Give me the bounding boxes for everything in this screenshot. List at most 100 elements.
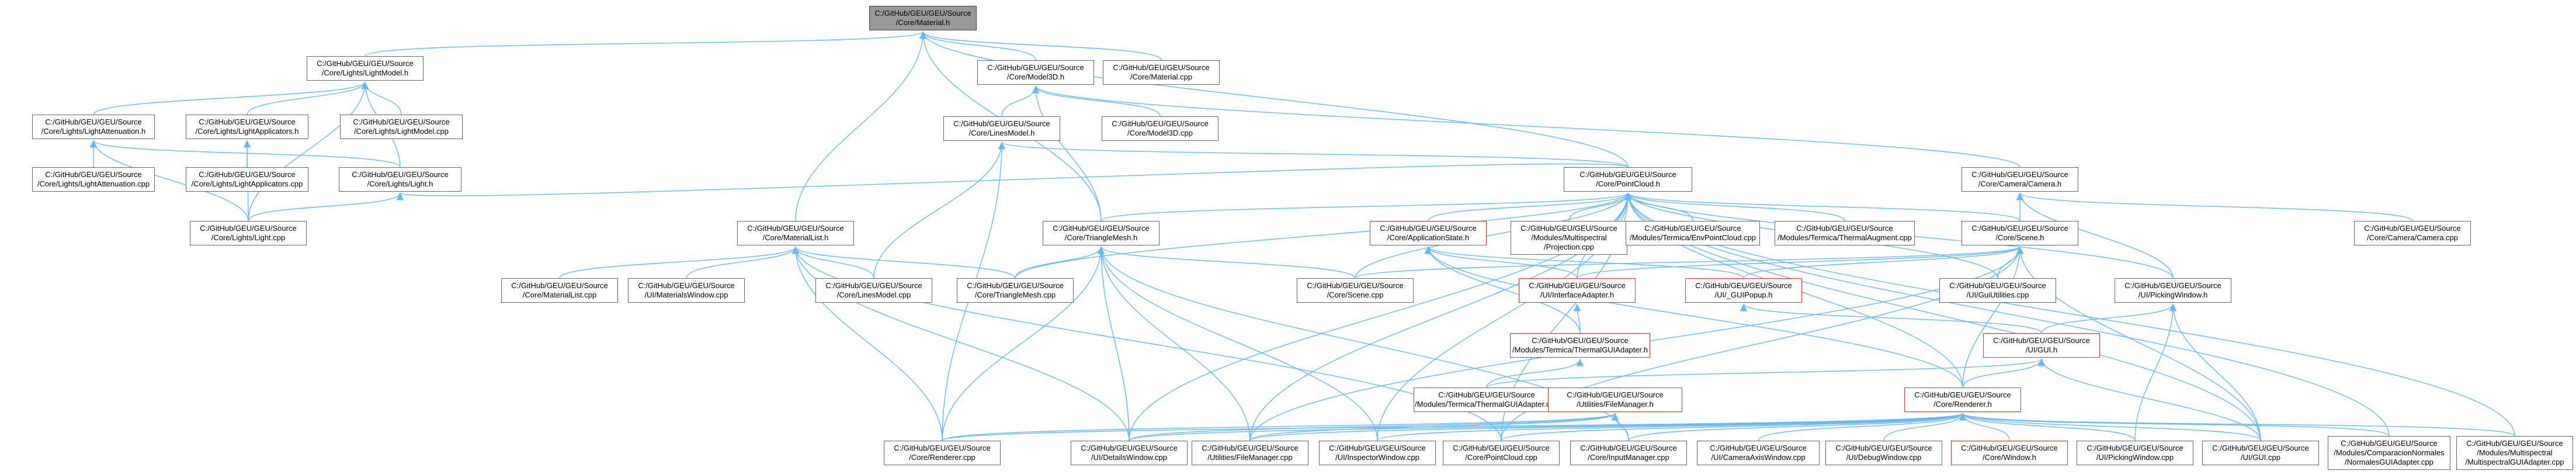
file-path-line1: C:/GitHub/GEU/GEU/Source: [1961, 444, 2058, 452]
file-node[interactable]: C:/GitHub/GEU/GEU/Source/Modules/Termica…: [1510, 333, 1650, 358]
file-node[interactable]: C:/GitHub/GEU/GEU/Source/UI/MaterialsWin…: [628, 278, 745, 303]
file-path-line1: C:/GitHub/GEU/GEU/Source: [1914, 390, 2011, 399]
file-path-line1: C:/GitHub/GEU/GEU/Source: [2341, 439, 2438, 448]
file-path-line1: C:/GitHub/GEU/GEU/Source: [1971, 170, 2068, 179]
file-path-line1: C:/GitHub/GEU/GEU/Source: [2364, 224, 2461, 233]
file-node[interactable]: C:/GitHub/GEU/GEU/Source/Modules/Termica…: [1626, 221, 1760, 245]
file-node[interactable]: C:/GitHub/GEU/GEU/Source/Core/LinesModel…: [815, 278, 932, 303]
file-path-line1: C:/GitHub/GEU/GEU/Source: [1971, 224, 2068, 233]
file-node[interactable]: C:/GitHub/GEU/GEU/Source/Utilities/FileM…: [1548, 387, 1682, 412]
file-node[interactable]: C:/GitHub/GEU/GEU/Source/Core/Lights/Lig…: [339, 167, 461, 192]
file-node[interactable]: C:/GitHub/GEU/GEU/Source/UI/GUI.cpp: [2202, 441, 2319, 465]
include-edge: [1424, 246, 1581, 334]
file-path-line1: C:/GitHub/GEU/GEU/Source: [199, 117, 296, 126]
file-node[interactable]: C:/GitHub/GEU/GEU/Source/UI/GuiUtilities…: [1939, 278, 2056, 303]
include-edge: [1097, 246, 1378, 441]
include-edge: [1377, 413, 1966, 441]
file-node[interactable]: C:/GitHub/GEU/GEU/Source/Core/Lights/Lig…: [32, 115, 155, 139]
file-path-line1: C:/GitHub/GEU/GEU/Source: [953, 119, 1050, 128]
file-path-line1: C:/GitHub/GEU/GEU/Source: [2124, 281, 2221, 290]
file-node[interactable]: C:/GitHub/GEU/GEU/Source/Core/Applicatio…: [1370, 221, 1487, 245]
file-path-line2: /Modules/Termica/ThermalGUIAdapter.cpp: [1415, 400, 1558, 409]
file-path-line1: C:/GitHub/GEU/GEU/Source: [2087, 444, 2183, 452]
include-edge: [1743, 246, 2024, 279]
file-node[interactable]: C:/GitHub/GEU/GEU/Source/Core/PointCloud…: [1443, 441, 1560, 465]
file-node[interactable]: C:/GitHub/GEU/GEU/Source/UI/GUI.h: [1983, 333, 2100, 358]
file-node[interactable]: C:/GitHub/GEU/GEU/Source/Core/Model3D.cp…: [1102, 116, 1218, 141]
file-node[interactable]: C:/GitHub/GEU/GEU/Source/Core/Lights/Lig…: [307, 56, 423, 81]
include-edge: [1959, 413, 2261, 441]
file-node[interactable]: C:/GitHub/GEU/GEU/Source/Core/Model3D.h: [977, 60, 1094, 85]
file-node[interactable]: C:/GitHub/GEU/GEU/Source/Core/InputManag…: [1570, 441, 1687, 465]
file-node[interactable]: C:/GitHub/GEU/GEU/Source/Core/Camera/Cam…: [1961, 167, 2078, 192]
file-path-line2: /UI/CameraAxisWindow.cpp: [1711, 453, 1806, 462]
file-node[interactable]: C:/GitHub/GEU/GEU/Source/Core/Lights/Lig…: [186, 115, 308, 139]
file-path-line1: C:/GitHub/GEU/GEU/Source: [1113, 63, 1210, 72]
include-edge: [1097, 246, 1251, 441]
file-path-line2: /Core/Lights/LightModel.h: [321, 68, 409, 77]
file-path-line3: /MultispectralGUIAdapter.cpp: [2465, 458, 2564, 466]
file-path-line1: C:/GitHub/GEU/GEU/Source: [967, 281, 1064, 290]
file-node[interactable]: C:/GitHub/GEU/GEU/Source/UI/InspectorWin…: [1319, 441, 1436, 465]
file-path-line2: /Modules/Termica/ThermalAugment.cpp: [1777, 233, 1912, 242]
file-node[interactable]: C:/GitHub/GEU/GEU/Source/Core/TriangleMe…: [1043, 221, 1159, 245]
file-path-line1: C:/GitHub/GEU/GEU/Source: [353, 117, 450, 126]
include-edge: [1032, 85, 1161, 117]
file-node[interactable]: C:/GitHub/GEU/GEU/Source/Core/Window.h: [1951, 441, 2068, 465]
file-node[interactable]: C:/GitHub/GEU/GEU/Source/Core/Renderer.h: [1904, 387, 2021, 412]
include-edge: [1959, 413, 2136, 441]
file-node[interactable]: C:/GitHub/GEU/GEU/Source/Modules/Compara…: [2328, 436, 2450, 470]
file-node[interactable]: C:/GitHub/GEU/GEU/Source/Core/Lights/Lig…: [186, 167, 308, 192]
file-path-line1: C:/GitHub/GEU/GEU/Source: [45, 170, 142, 179]
include-edge: [686, 246, 800, 279]
file-path-line1: C:/GitHub/GEU/GEU/Source: [1329, 444, 1426, 452]
root-file-node[interactable]: C:/GitHub/GEU/GEU/Source/Core/Material.h: [869, 6, 977, 30]
file-node[interactable]: C:/GitHub/GEU/GEU/Source/Core/PointCloud…: [1564, 167, 1692, 192]
include-edge: [1486, 358, 1584, 388]
file-path-line2: /Core/Model3D.cpp: [1127, 129, 1193, 137]
file-node[interactable]: C:/GitHub/GEU/GEU/Source/UI/PickingWindo…: [2077, 441, 2193, 465]
file-path-line2: /UI/DetailsWindow.cpp: [1091, 453, 1168, 462]
file-path-line1: C:/GitHub/GEU/GEU/Source: [352, 170, 449, 179]
file-path-line2: /Core/Lights/LightAttenuation.h: [41, 127, 146, 136]
file-path-line2: /Core/Lights/LightApplicators.cpp: [191, 179, 303, 188]
file-path-line2: /Core/LinesModel.cpp: [836, 290, 911, 299]
file-node[interactable]: C:/GitHub/GEU/GEU/Source/UI/_GUIPopup.h: [1685, 278, 1802, 303]
file-path-line1: C:/GitHub/GEU/GEU/Source: [511, 281, 608, 290]
file-node[interactable]: C:/GitHub/GEU/GEU/Source/Modules/Multisp…: [1511, 221, 1627, 255]
file-node[interactable]: C:/GitHub/GEU/GEU/Source/Core/Renderer.c…: [884, 441, 1001, 465]
file-path-line1: C:/GitHub/GEU/GEU/Source: [1710, 444, 1807, 452]
file-path-line1: C:/GitHub/GEU/GEU/Source: [1520, 224, 1617, 233]
include-edge: [248, 192, 404, 222]
file-node[interactable]: C:/GitHub/GEU/GEU/Source/Core/Lights/Lig…: [340, 115, 463, 139]
file-path-line1: C:/GitHub/GEU/GEU/Source: [1081, 444, 1178, 452]
file-path-line2: /Core/Material.h: [895, 18, 950, 27]
file-path-line1: C:/GitHub/GEU/GEU/Source: [825, 281, 922, 290]
file-node[interactable]: C:/GitHub/GEU/GEU/Source/Core/MaterialLi…: [737, 221, 854, 245]
file-node[interactable]: C:/GitHub/GEU/GEU/Source/Core/MaterialLi…: [501, 278, 618, 303]
file-node[interactable]: C:/GitHub/GEU/GEU/Source/Modules/Termica…: [1775, 221, 1915, 245]
file-path-line1: C:/GitHub/GEU/GEU/Source: [987, 63, 1084, 72]
file-node[interactable]: C:/GitHub/GEU/GEU/Source/Modules/Multisp…: [2456, 436, 2573, 470]
file-node[interactable]: C:/GitHub/GEU/GEU/Source/UI/DebugWindow.…: [1825, 441, 1942, 465]
file-path-line2: /Core/LinesModel.h: [968, 129, 1035, 137]
file-node[interactable]: C:/GitHub/GEU/GEU/Source/Core/Lights/Lig…: [190, 221, 307, 245]
file-node[interactable]: C:/GitHub/GEU/GEU/Source/Core/Lights/Lig…: [32, 167, 155, 192]
file-node[interactable]: C:/GitHub/GEU/GEU/Source/UI/PickingWindo…: [2115, 278, 2231, 303]
file-node[interactable]: C:/GitHub/GEU/GEU/Source/UI/InterfaceAda…: [1519, 278, 1636, 303]
include-edge: [1740, 303, 2042, 334]
file-node[interactable]: C:/GitHub/GEU/GEU/Source/UI/DetailsWindo…: [1071, 441, 1188, 465]
file-node[interactable]: C:/GitHub/GEU/GEU/Source/Core/Camera/Cam…: [2354, 221, 2471, 245]
file-node[interactable]: C:/GitHub/GEU/GEU/Source/Modules/Termica…: [1414, 387, 1560, 412]
file-node[interactable]: C:/GitHub/GEU/GEU/Source/Core/Scene.h: [1961, 221, 2078, 245]
file-path-line2: /UI/DebugWindow.cpp: [1846, 453, 1922, 462]
file-node[interactable]: C:/GitHub/GEU/GEU/Source/UI/CameraAxisWi…: [1697, 441, 1820, 465]
include-edge: [1486, 358, 2045, 388]
file-node[interactable]: C:/GitHub/GEU/GEU/Source/Core/Scene.cpp: [1297, 278, 1414, 303]
file-node[interactable]: C:/GitHub/GEU/GEU/Source/Core/LinesModel…: [943, 116, 1060, 141]
file-node[interactable]: C:/GitHub/GEU/GEU/Source/Core/TriangleMe…: [957, 278, 1074, 303]
file-node[interactable]: C:/GitHub/GEU/GEU/Source/Utilities/FileM…: [1192, 441, 1308, 465]
file-path-line2: /Core/MaterialList.h: [762, 233, 829, 242]
file-node[interactable]: C:/GitHub/GEU/GEU/Source/Core/Material.c…: [1103, 60, 1220, 85]
file-path-line2: /Core/ApplicationState.h: [1387, 233, 1470, 242]
